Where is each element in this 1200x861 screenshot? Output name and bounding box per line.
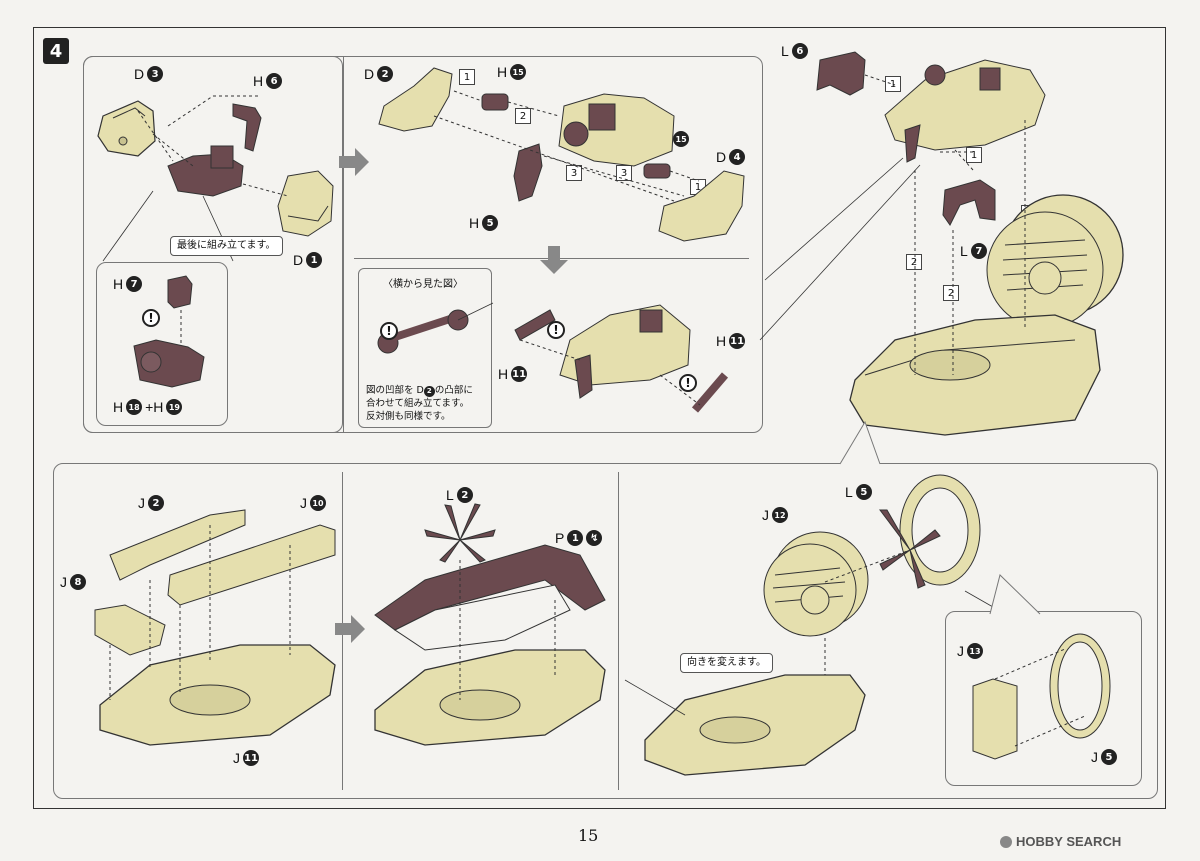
page-number: 15 (578, 826, 599, 845)
note-last-assemble: 最後に組み立てます。 (170, 236, 283, 256)
sequence-2-center-vertical: 2 (943, 285, 959, 301)
note-change-direction: 向きを変えます。 (680, 653, 773, 673)
panel-hull-assembly (53, 463, 1158, 799)
sequence-1-mid-right: 1 (966, 147, 982, 163)
leg-parts-illustration (97, 95, 334, 262)
subpanel-h7 (96, 262, 228, 426)
sequence-1-top: 1 (459, 69, 475, 85)
j13-j5-illustration (964, 590, 1111, 760)
sequence-2-left-vertical: 2 (906, 254, 922, 270)
arrow-down-icon (540, 246, 568, 274)
hull-lower-illustration (94, 509, 336, 746)
page-frame (33, 27, 1166, 809)
watermark-logo: HOBBY SEARCH (1000, 834, 1121, 849)
gate-cut-icon: ↯ (586, 530, 603, 546)
body-assembly-illustration (759, 51, 1124, 436)
h7-parts-illustration (133, 275, 205, 388)
panel-divider-top (343, 56, 344, 433)
arrow-right-bottom-icon (335, 615, 365, 643)
step-number-badge: 4 (43, 38, 69, 64)
warning-icon-side-view: ! (380, 322, 398, 340)
warning-icon-h11-right: ! (679, 374, 697, 392)
warning-icon-h11-left: ! (547, 321, 565, 339)
sequence-1-upper-right: 1 (885, 76, 901, 92)
logo-icon (1000, 835, 1012, 848)
panel-leg-assembly-wide (83, 56, 763, 433)
subpanel-j13-j5 (945, 611, 1142, 786)
warning-icon-h7: ! (142, 309, 160, 327)
sequence-2-top: 2 (515, 108, 531, 124)
panel-divider-bottom-2 (618, 472, 619, 790)
frame-assembly-illustration (374, 503, 606, 746)
subpanel-side-view (358, 268, 492, 428)
leg-assembly-2-illustration (378, 67, 745, 242)
sequence-3-right: 3 (616, 165, 632, 181)
bottom-panel-pointer (839, 420, 881, 465)
side-view-illustration (377, 302, 494, 354)
arrow-right-icon (339, 148, 369, 176)
leg-assembly-3-illustration (514, 304, 729, 413)
j13-pointer (989, 574, 1041, 615)
label-side-view: 〈横から見た図〉 (383, 279, 463, 290)
fan-assembly-illustration (624, 474, 981, 776)
sequence-3-left: 3 (566, 165, 582, 181)
